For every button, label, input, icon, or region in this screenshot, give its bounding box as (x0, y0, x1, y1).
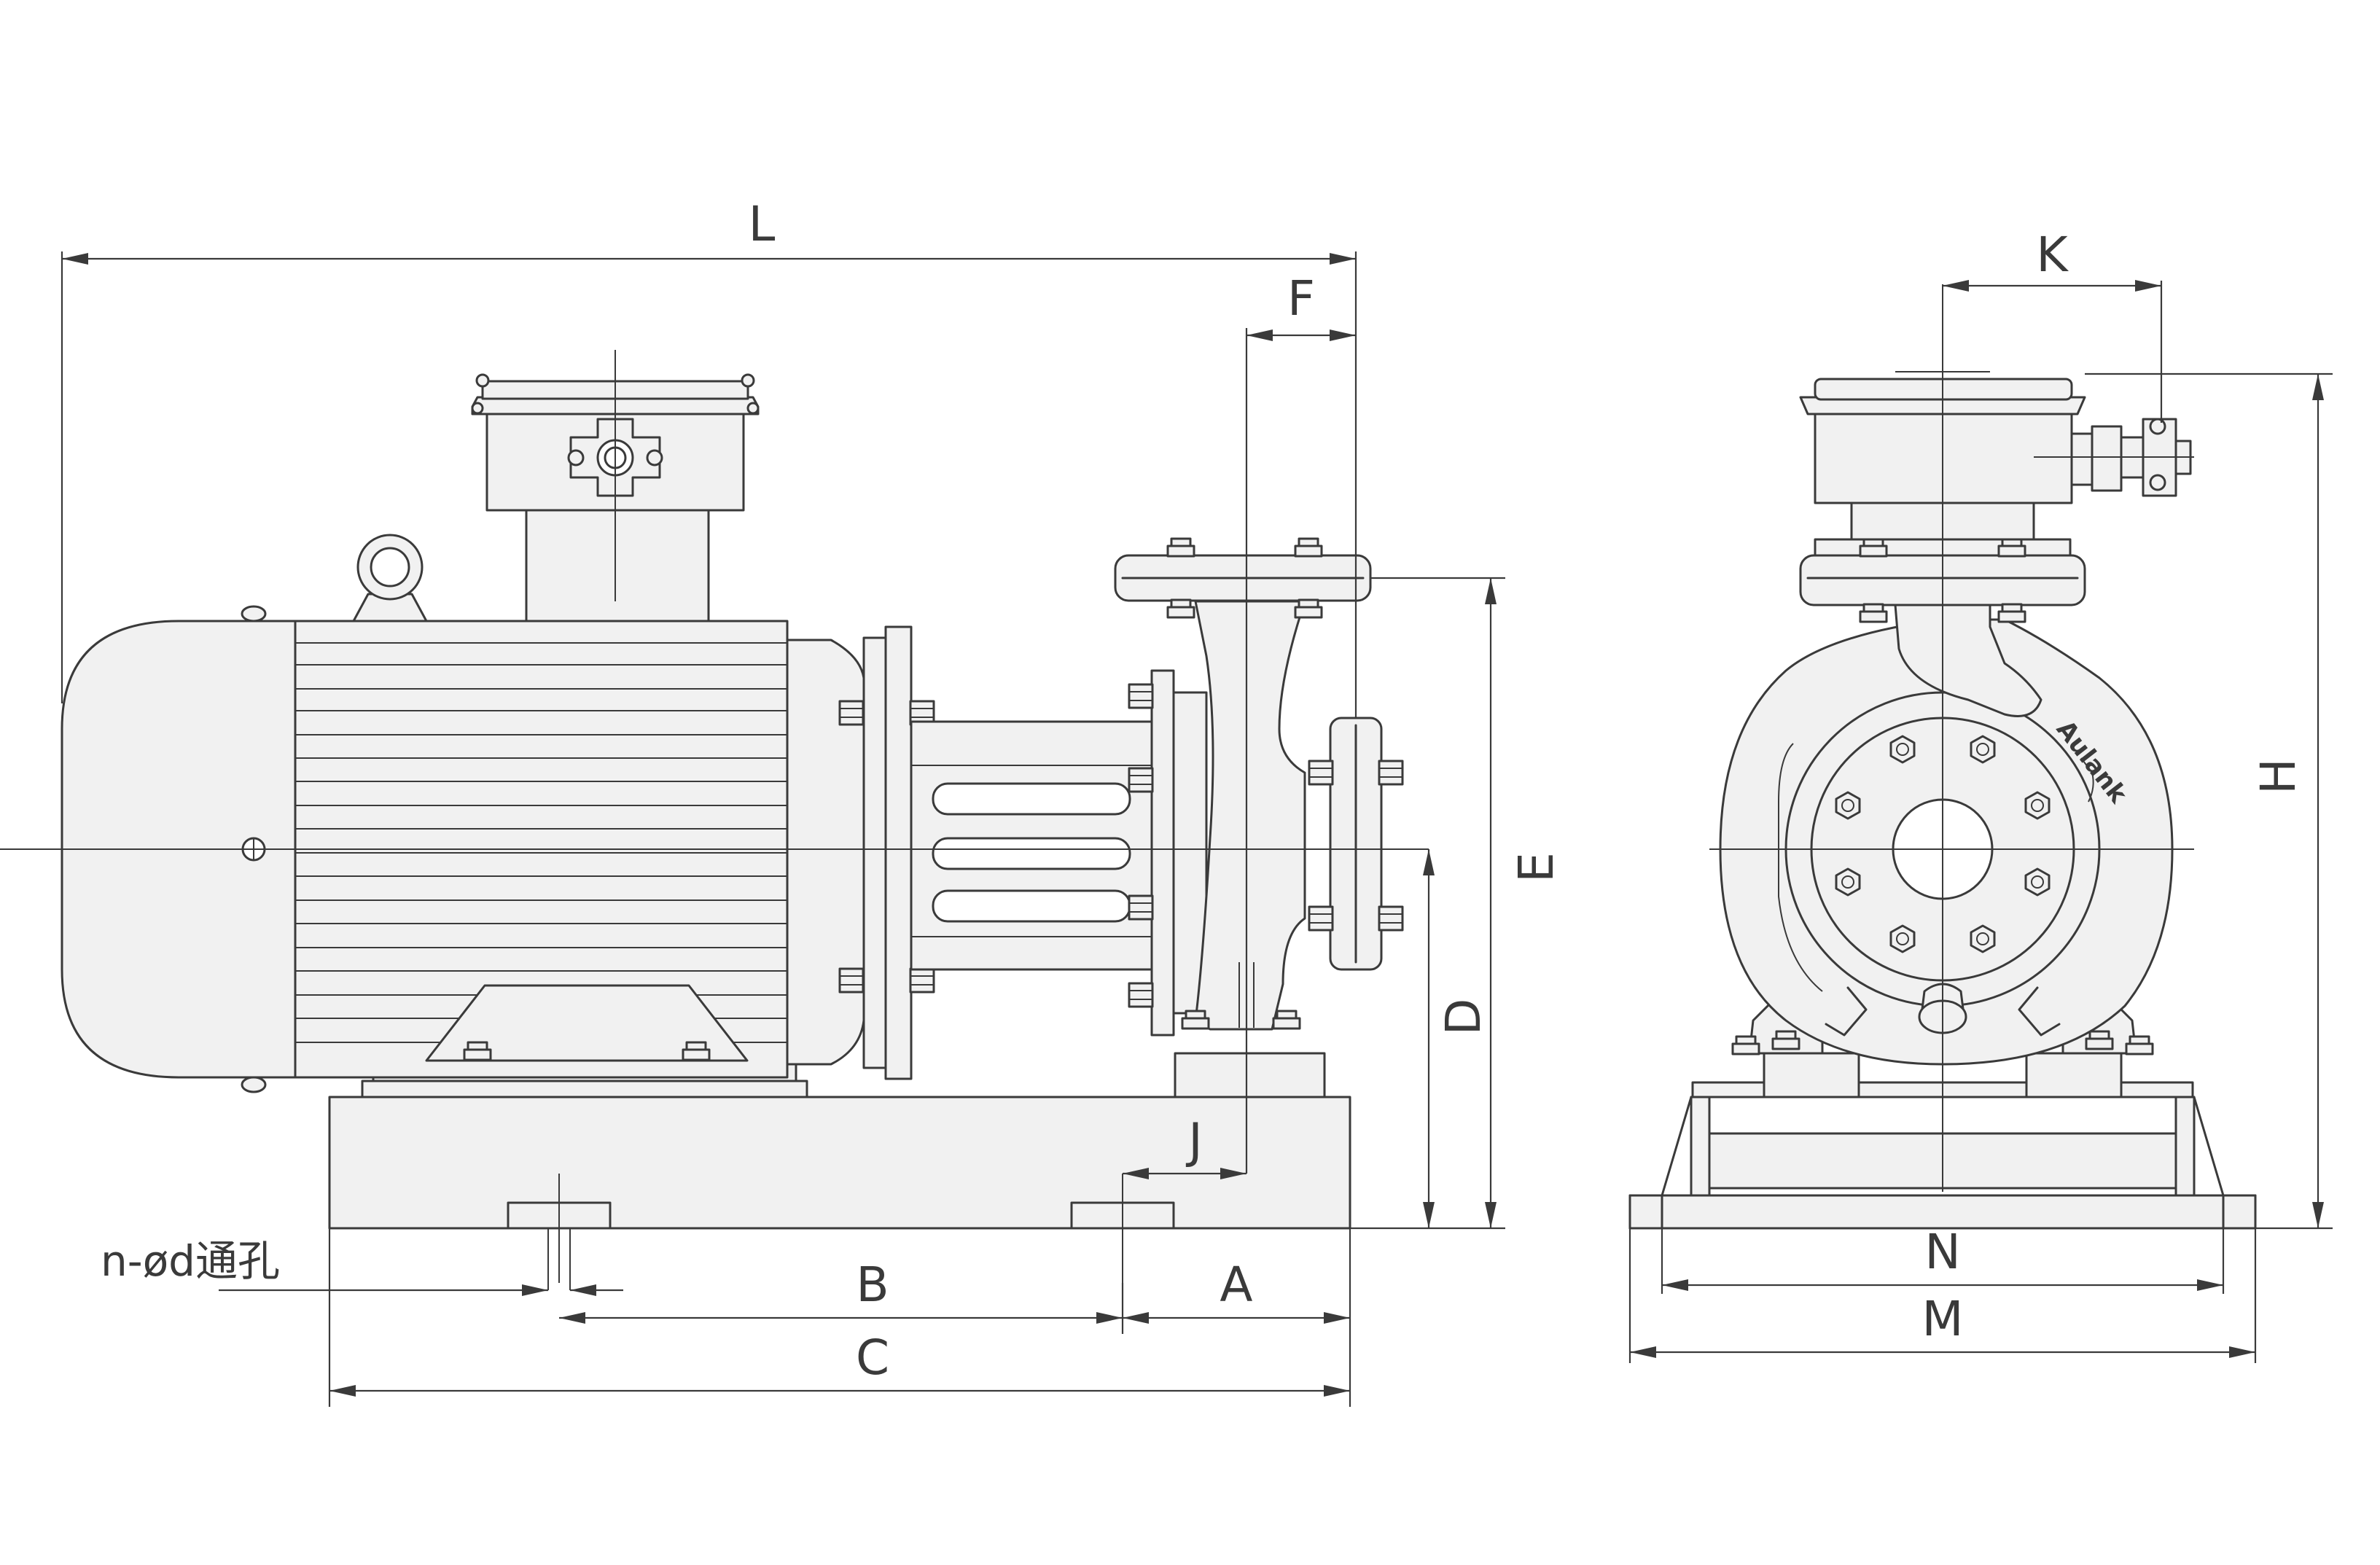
label-K: K (2036, 227, 2069, 283)
dim-L: L (61, 196, 1357, 718)
dim-N: N (1661, 1224, 2225, 1294)
base-frame (328, 1052, 1351, 1230)
lifting-eye (352, 534, 428, 623)
dim-D: D (1423, 849, 1491, 1228)
label-N: N (1924, 1224, 1960, 1280)
dim-F: F (1245, 270, 1356, 1174)
dim-B-A: B A (328, 1228, 1351, 1407)
front-view: Aulank (1628, 227, 2333, 1363)
front-volute: Aulank (1719, 604, 2174, 1066)
dim-K: K (1943, 227, 2163, 423)
dim-C: C (329, 1330, 1350, 1397)
label-D: D (1435, 999, 1491, 1036)
pump-volute (1114, 537, 1404, 1031)
dim-J: J (1123, 1113, 1246, 1179)
label-L: L (749, 196, 776, 252)
side-view: L F E D (0, 196, 1564, 1407)
hole-note: n-ød通孔 (101, 1236, 623, 1296)
hole-note-text: n-ød通孔 (101, 1236, 280, 1286)
label-C: C (856, 1330, 889, 1386)
label-M: M (1922, 1291, 1964, 1347)
label-F: F (1287, 270, 1315, 327)
label-B: B (856, 1257, 889, 1313)
front-terminal-box (1799, 371, 2192, 541)
dim-E: E (1350, 577, 1564, 1230)
pump-casing-flange (1128, 669, 1208, 1037)
dim-H: H (2085, 372, 2333, 1230)
label-E: E (1508, 852, 1564, 883)
label-H: H (2250, 758, 2306, 795)
label-A: A (1220, 1257, 1252, 1313)
dim-M: M (1628, 1228, 2257, 1363)
label-J: J (1185, 1113, 1202, 1169)
pump-bracket (910, 720, 1153, 971)
